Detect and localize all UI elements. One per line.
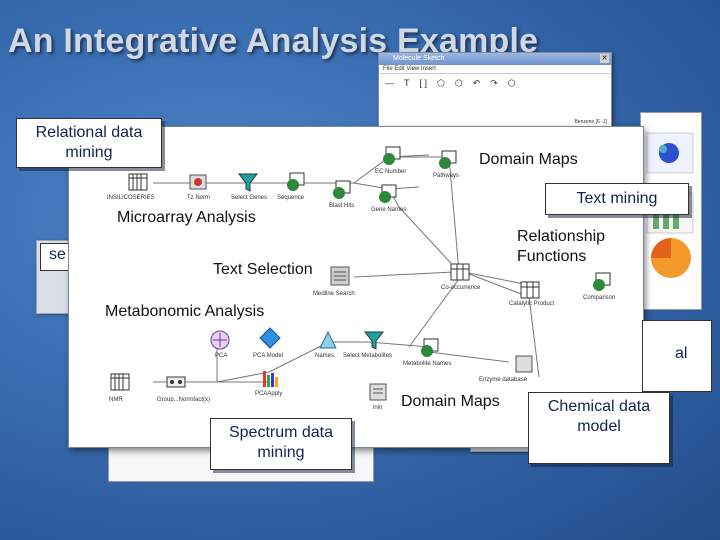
spectrum-data-mining-callout: Spectrum data mining bbox=[210, 418, 352, 470]
text-selection-label: Text Selection bbox=[213, 261, 313, 278]
microarray-analysis-label: Microarray Analysis bbox=[117, 209, 256, 226]
node-label: PCA bbox=[215, 353, 228, 359]
molecule-sketch-window: Molecule Sketch ✕ File Edit View Insert … bbox=[378, 52, 612, 128]
data-table-node-icon[interactable] bbox=[127, 171, 149, 193]
sketch-status: Benzene [6 -1] bbox=[574, 119, 607, 125]
node-label: Blast Hits bbox=[329, 203, 355, 209]
ec-number-node-icon[interactable] bbox=[381, 145, 403, 167]
node-label: Tz Norm bbox=[187, 195, 210, 201]
redo-icon[interactable]: ↷ bbox=[490, 78, 498, 88]
cooccurrence-node-icon[interactable] bbox=[449, 261, 471, 283]
node-label: Catalytic Product bbox=[509, 301, 555, 307]
group-normfact-node-icon[interactable] bbox=[165, 371, 187, 393]
pca-apply-node-icon[interactable] bbox=[259, 367, 281, 389]
line-tool-icon[interactable]: — bbox=[385, 78, 394, 88]
shape-tool-icon[interactable]: ⬡ bbox=[454, 78, 463, 88]
node-label: Medline Search bbox=[313, 291, 355, 297]
pca-node-icon[interactable] bbox=[209, 329, 231, 351]
nmr-table-node-icon[interactable] bbox=[109, 371, 131, 393]
metabolite-names-node-icon[interactable] bbox=[419, 337, 441, 359]
chemical-data-model-callout: Chemical data model bbox=[528, 392, 670, 464]
shape-tool-icon[interactable]: ⬠ bbox=[437, 78, 445, 88]
domain-maps-top-label: Domain Maps bbox=[479, 151, 578, 168]
select-metabolites-funnel-icon[interactable] bbox=[363, 329, 385, 351]
node-label: EC Number bbox=[375, 169, 407, 175]
pathways-node-icon[interactable] bbox=[437, 149, 459, 171]
sketch-toolbar: — T [ ] ⬠ ⬡ ↶ ↷ ⬡ bbox=[379, 74, 611, 93]
catalytic-product-node-icon[interactable] bbox=[519, 279, 541, 301]
sketch-menu[interactable]: File Edit View Insert bbox=[379, 65, 611, 74]
medline-search-node-icon[interactable] bbox=[329, 265, 351, 287]
node-label: NMR bbox=[109, 397, 123, 403]
node-label: PCAApply bbox=[255, 391, 283, 397]
ring-tool-icon[interactable]: ⬡ bbox=[507, 78, 516, 88]
close-icon[interactable]: ✕ bbox=[600, 54, 609, 63]
relational-data-mining-callout: Relational data mining bbox=[16, 118, 162, 168]
domain-maps-bottom-label: Domain Maps bbox=[401, 393, 500, 410]
text-tool-icon[interactable]: T bbox=[404, 78, 410, 88]
node-label: INSILICOSERIES bbox=[107, 195, 155, 201]
pca-model-node-icon[interactable] bbox=[259, 327, 281, 349]
node-label: Enzyme database bbox=[479, 377, 528, 383]
node-label: Gene Names bbox=[371, 207, 407, 213]
blast-hits-node-icon[interactable] bbox=[331, 179, 353, 201]
names-node-icon[interactable] bbox=[317, 329, 339, 351]
node-label: Names bbox=[315, 353, 335, 359]
filter-funnel-icon[interactable] bbox=[237, 171, 259, 193]
node-label: inin bbox=[373, 405, 383, 411]
node-label: Co-occurrence bbox=[441, 285, 481, 291]
normalize-node-icon[interactable] bbox=[187, 171, 209, 193]
sequence-node-icon[interactable] bbox=[285, 171, 307, 193]
node-label: Comparison bbox=[583, 295, 616, 301]
text-mining-callout: Text mining bbox=[545, 183, 689, 215]
node-label: Group...Normfact(x) bbox=[157, 397, 211, 403]
node-label: PCA Model bbox=[253, 353, 284, 359]
node-label: Select Genes bbox=[231, 195, 268, 201]
metabonomic-analysis-label: Metabonomic Analysis bbox=[105, 303, 265, 320]
gene-names-node-icon[interactable] bbox=[377, 183, 399, 205]
node-label: Sequence bbox=[277, 195, 305, 201]
sketch-title: Molecule Sketch bbox=[393, 55, 445, 62]
partial-callout-right: al bbox=[642, 320, 712, 392]
sketch-titlebar: Molecule Sketch ✕ bbox=[379, 53, 611, 65]
comparison-node-icon[interactable] bbox=[591, 271, 613, 293]
inin-node-icon[interactable] bbox=[367, 381, 389, 403]
node-label: Select Metabolites bbox=[343, 353, 393, 359]
relationship-functions-label: Relationship Functions bbox=[517, 228, 606, 265]
enzyme-database-node-icon[interactable] bbox=[513, 353, 535, 375]
node-label: Pathways bbox=[433, 173, 460, 179]
bracket-tool-icon[interactable]: [ ] bbox=[419, 78, 428, 88]
undo-icon[interactable]: ↶ bbox=[472, 78, 481, 88]
partial-callout-left: se bbox=[40, 243, 68, 271]
node-label: Metabolite Names bbox=[403, 361, 452, 367]
